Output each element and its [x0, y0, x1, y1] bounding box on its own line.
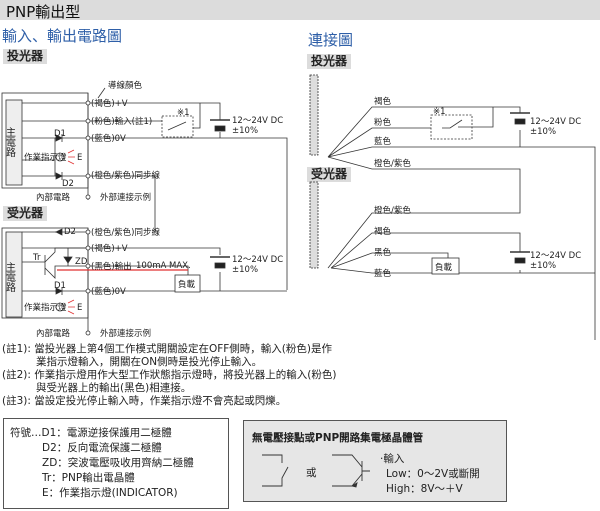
wire-brown: 褐色	[374, 226, 392, 237]
receiver-term-output: (黑色)輸出	[91, 261, 132, 272]
note-tag: (註3):	[2, 395, 31, 407]
wire-pink: 粉色	[374, 117, 392, 128]
symbol-key: D2	[42, 442, 57, 454]
high-level: High：8V～＋V	[386, 483, 463, 495]
note-text: 業指示燈輸入，開關在ON側時是投光停止輸入。	[36, 356, 263, 368]
note-1: (註1): 當投光器上第4個工作模式開關設定在OFF側時，輸入(粉色)是作	[2, 343, 336, 356]
emitter-term-v: (褐色)+V	[91, 98, 128, 109]
tolerance-label: ±10%	[232, 126, 258, 136]
emitter-term-0v: (藍色)0V	[91, 133, 126, 144]
input-spec-title: 無電壓接點或PNP開路集電極晶體管	[252, 432, 424, 444]
wire-brown: 褐色	[374, 96, 392, 107]
indicator-label: 作業指示燈	[24, 152, 67, 163]
d1-label: D1	[54, 129, 66, 139]
connection-title: 連接圖	[308, 31, 354, 49]
symbol-desc: ：作業指示燈(INDICATOR)	[48, 487, 178, 499]
input-label: ·輸入	[380, 453, 405, 465]
receiver-term-v: (褐色)+V	[91, 243, 128, 254]
note-text: 作業指示燈用作大型工作狀態指示燈時，將投光器上的輸入(粉色)	[34, 369, 337, 381]
note-mark: ※1	[177, 108, 190, 118]
note-3: (註3): 當設定投光停止輸入時，作業指示燈不會亮起或閃爍。	[2, 395, 336, 408]
symbol-key: E	[42, 487, 49, 499]
wire-blue: 藍色	[374, 268, 392, 279]
receiver-circuit: (橙色/紫色)同步線 (褐色)+V (黑色)輸出 (藍色)0V 100mA MA…	[1, 227, 287, 339]
main-circuit-label: 主電路	[4, 262, 16, 293]
note-text: 當投光器上第4個工作模式開關設定在OFF側時，輸入(粉色)是作	[34, 343, 332, 355]
symbol-desc: ：反向電流保護二極體	[56, 442, 162, 454]
e-label: E	[77, 153, 82, 163]
symbol-legend: 符號…D1：電源逆接保護用二極體 D2：反向電流保護二極體 ZD：突波電壓吸收用…	[3, 418, 229, 509]
emitter-circuit: 主電路 導線顏色 (褐色)+V (粉色)輸入(註1) (藍色)0V (橙色/紫色…	[1, 80, 288, 290]
receiver-term-sync: (橙色/紫色)同步線	[91, 227, 160, 238]
note-tag: (註2):	[2, 369, 31, 381]
notes: (註1): 當投光器上第4個工作模式開關設定在OFF側時，輸入(粉色)是作 業指…	[2, 343, 336, 408]
external-label: 外部連接示例	[100, 328, 151, 339]
emitter-term-sync: (橙色/紫色)同步線	[91, 170, 160, 181]
wire-color-label: 導線顏色	[108, 80, 143, 91]
wire-blue: 藍色	[374, 136, 392, 147]
tolerance-label: ±10%	[232, 265, 258, 275]
d1-label: D1	[54, 281, 66, 291]
supply-label: 12～24V DC	[530, 117, 581, 127]
zd-label: ZD	[75, 257, 88, 267]
load-label: 負載	[435, 262, 453, 273]
indicator-label: 作業指示燈	[24, 302, 67, 313]
symbol-key: ZD	[42, 457, 58, 469]
wire-black: 黑色	[374, 247, 392, 258]
input-symbols	[262, 454, 370, 488]
d2-label: D2	[62, 179, 74, 189]
note-text: 與受光器上的輸出(黑色)相連接。	[36, 382, 192, 394]
emitter-term-input: (粉色)輸入(註1)	[91, 116, 152, 127]
e-label: E	[77, 303, 82, 313]
tr-label: Tr	[32, 253, 41, 263]
note-text: 當設定投光停止輸入時，作業指示燈不會亮起或閃爍。	[34, 395, 287, 407]
io-circuit-title: 輸入、輸出電路圖	[2, 27, 123, 45]
section-header: PNP輸出型	[0, 0, 600, 21]
symbol-desc: ：突波電壓吸收用齊納二極體	[57, 457, 194, 469]
supply-label: 12～24V DC	[232, 255, 283, 265]
note-2: (註2): 作業指示燈用作大型工作狀態指示燈時，將投光器上的輸入(粉色)	[2, 369, 336, 382]
emitter-label: 投光器	[3, 49, 48, 64]
contact-switch-icon	[262, 454, 289, 487]
section-title: PNP輸出型	[6, 3, 81, 21]
receiver-label: 受光器	[3, 206, 48, 221]
conn-receiver-label: 受光器	[307, 167, 352, 182]
supply-label: 12～24V DC	[530, 251, 581, 261]
note-tag: (註1):	[2, 343, 31, 355]
receiver-term-0v: (藍色)0V	[91, 286, 126, 297]
supply-label: 12～24V DC	[232, 116, 283, 126]
low-level: Low：0～2V或斷開	[386, 468, 480, 480]
wire-sync: 橙色/紫色	[374, 205, 411, 216]
note-mark: ※1	[433, 107, 446, 117]
symbol-desc: ：電源逆接保護用二極體	[56, 427, 172, 439]
input-spec-box: 無電壓接點或PNP開路集電極晶體管 或 ·輸入 Low：0～2V或斷開 High…	[243, 420, 507, 502]
load-label: 負載	[178, 279, 196, 290]
circuit-diagram: 主電路 導線顏色 (褐色)+V (粉色)輸入(註1) (藍色)0V (橙色/紫色…	[1, 74, 596, 340]
symbol-key: Tr	[42, 472, 52, 484]
wire-sync: 橙色/紫色	[374, 158, 411, 169]
d2-label: D2	[64, 227, 76, 237]
tolerance-label: ±10%	[530, 127, 556, 137]
tolerance-label: ±10%	[530, 261, 556, 271]
external-label: 外部連接示例	[100, 192, 151, 203]
conn-emitter-label: 投光器	[307, 54, 352, 69]
symbol-desc: ：PNP輸出電晶體	[51, 472, 135, 484]
internal-label: 內部電路	[36, 192, 71, 203]
symbol-key: D1	[41, 427, 57, 439]
main-circuit-label: 主電路	[4, 127, 16, 158]
internal-label: 內部電路	[36, 328, 71, 339]
or-label: 或	[306, 467, 317, 479]
transistor-icon	[332, 454, 370, 487]
symbol-prefix: 符號…	[10, 427, 42, 439]
connection-diagram: 褐色 粉色 藍色 橙色/紫色 橙色/紫色 褐色 黑色 藍色 ※1 負載 12～2…	[309, 74, 596, 340]
max-current-label: 100mA MAX.	[136, 261, 191, 271]
